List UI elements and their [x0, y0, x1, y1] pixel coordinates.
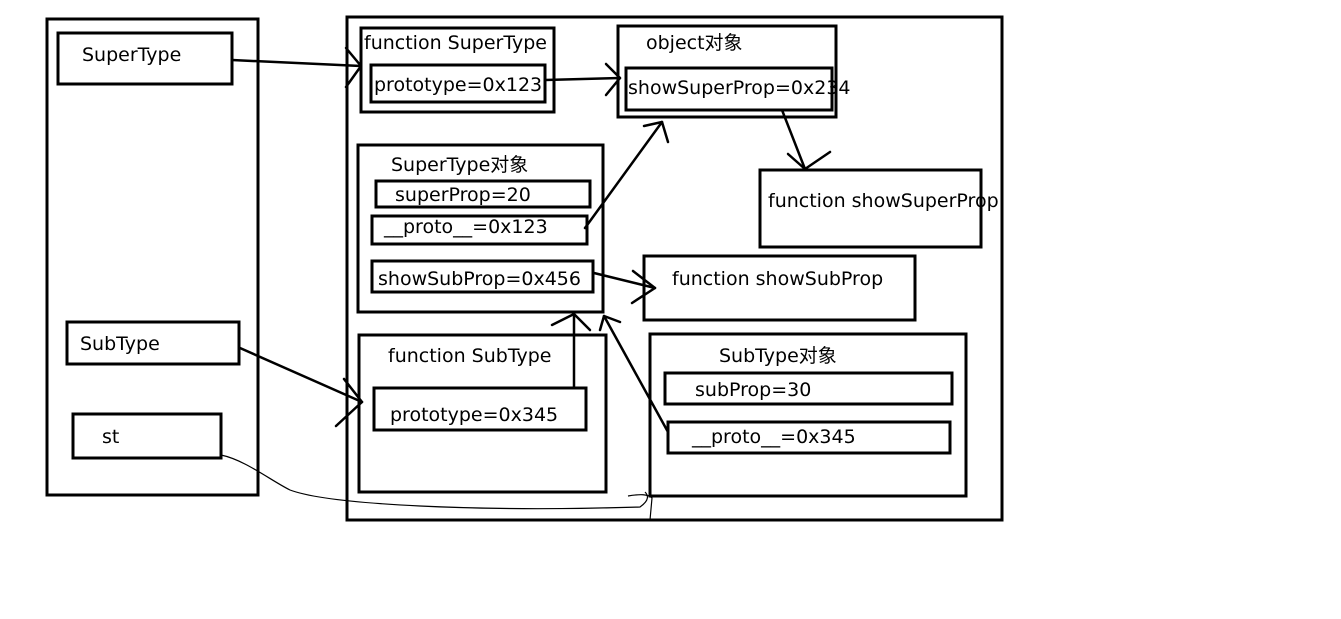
function-showsubprop-box [642, 254, 917, 322]
stack-subtype-label: SubType [80, 333, 160, 355]
supertype-obj-proto-field [370, 214, 589, 246]
function-supertype-title: function SuperType [364, 32, 547, 54]
subtype-obj-title: SubType对象 [719, 345, 837, 367]
object-show-super-prop-field [624, 66, 834, 112]
supertype-obj-show-sub-prop-field [370, 259, 595, 294]
object-show-super-prop-value: showSuperProp=0x234 [628, 77, 851, 99]
stack-supertype-box [56, 31, 234, 86]
function-showsuperprop-title: function showSuperProp [768, 190, 999, 212]
arrow-prototype-to-object [543, 62, 622, 97]
supertype-obj-title: SuperType对象 [391, 154, 528, 176]
supertype-obj-super-prop-field [374, 179, 592, 209]
supertype-obj-show-sub-prop-value: showSubProp=0x456 [378, 268, 581, 290]
supertype-obj-super-prop-value: superProp=20 [395, 184, 531, 206]
stack-frame [45, 17, 260, 497]
arrow-stack-subtype-to-function [238, 346, 364, 428]
stack-subtype-box [65, 320, 241, 366]
supertype-prototype-value: prototype=0x123 [374, 74, 542, 96]
subtype-obj-proto-field [666, 420, 952, 455]
subtype-obj-proto-value: __proto__=0x345 [691, 426, 856, 448]
supertype-prototype-field [369, 63, 547, 104]
arrow-showsubprop-to-function [592, 269, 657, 305]
arrow-subtype-obj-proto-to-supertype-obj [598, 314, 670, 434]
subtype-prototype-field [372, 386, 588, 432]
arrow-stack-supertype-to-function [230, 46, 363, 89]
subtype-prototype-value: prototype=0x345 [390, 404, 558, 426]
subtype-obj-sub-prop-field [663, 371, 954, 406]
function-showsuperprop-box [758, 168, 983, 249]
supertype-obj-proto-value: __proto__=0x123 [383, 216, 548, 238]
object-obj-title: object对象 [646, 32, 743, 54]
curve-st-to-subtype-obj [220, 454, 653, 521]
subtype-obj-box [648, 332, 968, 498]
stack-st-box [71, 412, 223, 460]
arrow-subtype-prototype-to-supertype-obj [550, 312, 592, 390]
function-subtype-title: function SubType [388, 345, 551, 367]
arrow-object-to-showsuperprop [780, 108, 832, 171]
subtype-obj-sub-prop-value: subProp=30 [695, 379, 811, 401]
arrow-supertype-proto-to-object [583, 120, 670, 230]
heap-frame [345, 15, 1004, 522]
stack-st-label: st [102, 426, 119, 448]
function-showsubprop-title: function showSubProp [672, 268, 883, 290]
stack-supertype-label: SuperType [82, 44, 181, 66]
